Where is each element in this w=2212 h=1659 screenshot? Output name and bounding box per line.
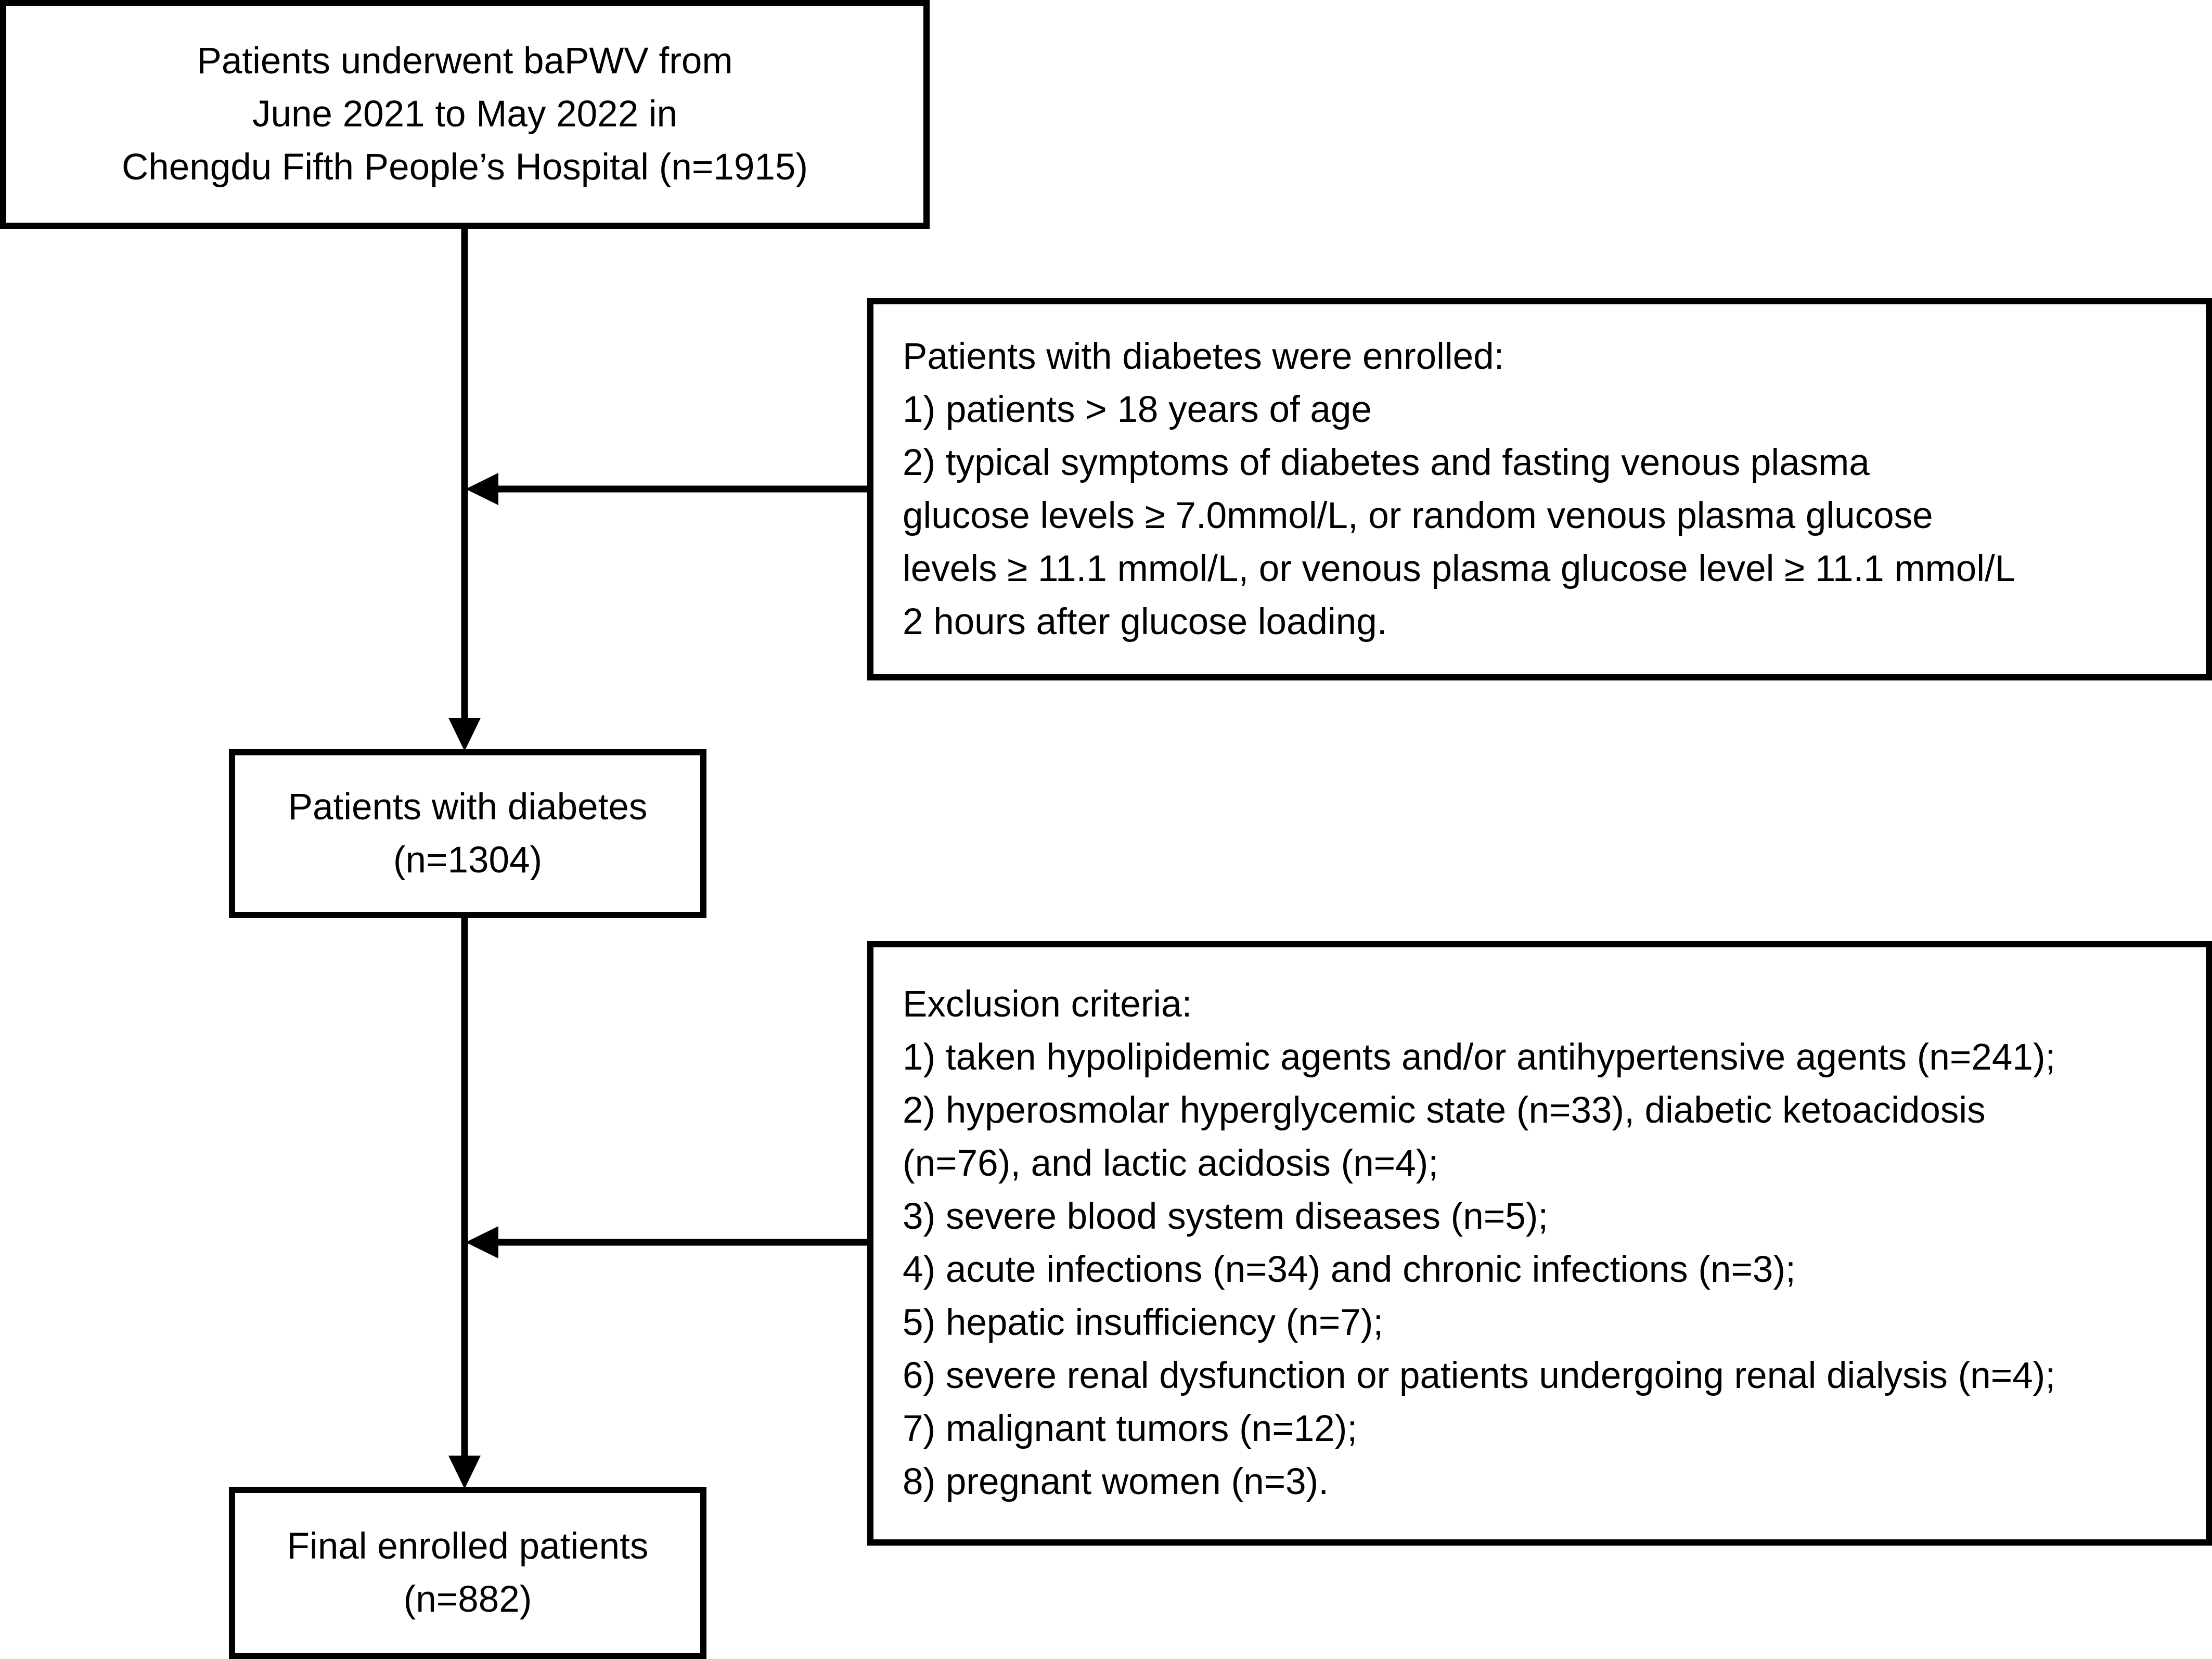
arrowhead-down-to-diabetes bbox=[448, 718, 481, 751]
inclusion-line-6: 2 hours after glucose loading. bbox=[903, 601, 1387, 642]
inclusion-line-4: glucose levels ≥ 7.0mmol/L, or random ve… bbox=[903, 495, 1933, 536]
final-line-2: (n=882) bbox=[403, 1578, 532, 1620]
exclusion-line-8: 6) severe renal dysfunction or patients … bbox=[903, 1355, 2056, 1396]
exclusion-line-7: 5) hepatic insufficiency (n=7); bbox=[903, 1302, 1384, 1343]
inclusion-line-1: Patients with diabetes were enrolled: bbox=[903, 336, 1504, 377]
inclusion-line-3: 2) typical symptoms of diabetes and fast… bbox=[903, 442, 1870, 483]
final-box: Final enrolled patients (n=882) bbox=[229, 1487, 706, 1659]
start-line-3: Chengdu Fifth People’s Hospital (n=1915) bbox=[122, 147, 808, 188]
exclusion-line-5: 3) severe blood system diseases (n=5); bbox=[903, 1196, 1549, 1237]
exclusion-criteria-box: Exclusion criteria: 1) taken hypolipidem… bbox=[867, 941, 2212, 1546]
inclusion-line-2: 1) patients > 18 years of age bbox=[903, 389, 1372, 430]
exclusion-line-10: 8) pregnant women (n=3). bbox=[903, 1461, 1329, 1502]
exclusion-line-2: 1) taken hypolipidemic agents and/or ant… bbox=[903, 1037, 2056, 1078]
diabetes-line-2: (n=1304) bbox=[393, 839, 543, 881]
start-box: Patients underwent baPWV from June 2021 … bbox=[0, 0, 930, 229]
inclusion-line-5: levels ≥ 11.1 mmol/L, or venous plasma g… bbox=[903, 548, 2016, 589]
start-line-2: June 2021 to May 2022 in bbox=[252, 94, 678, 135]
inclusion-criteria-box: Patients with diabetes were enrolled: 1)… bbox=[867, 298, 2212, 680]
diabetes-line-1: Patients with diabetes bbox=[288, 786, 648, 828]
arrowhead-down-to-final bbox=[448, 1456, 481, 1489]
start-line-1: Patients underwent baPWV from bbox=[197, 41, 733, 82]
exclusion-line-3: 2) hyperosmolar hyperglycemic state (n=3… bbox=[903, 1090, 1986, 1131]
exclusion-line-1: Exclusion criteria: bbox=[903, 984, 1192, 1025]
exclusion-line-4: (n=76), and lactic acidosis (n=4); bbox=[903, 1143, 1439, 1184]
exclusion-line-9: 7) malignant tumors (n=12); bbox=[903, 1408, 1358, 1449]
diabetes-box: Patients with diabetes (n=1304) bbox=[229, 749, 706, 918]
final-line-1: Final enrolled patients bbox=[287, 1525, 649, 1567]
arrowhead-left-inclusion bbox=[466, 473, 498, 505]
exclusion-line-6: 4) acute infections (n=34) and chronic i… bbox=[903, 1249, 1796, 1290]
arrowhead-left-exclusion bbox=[466, 1226, 498, 1258]
